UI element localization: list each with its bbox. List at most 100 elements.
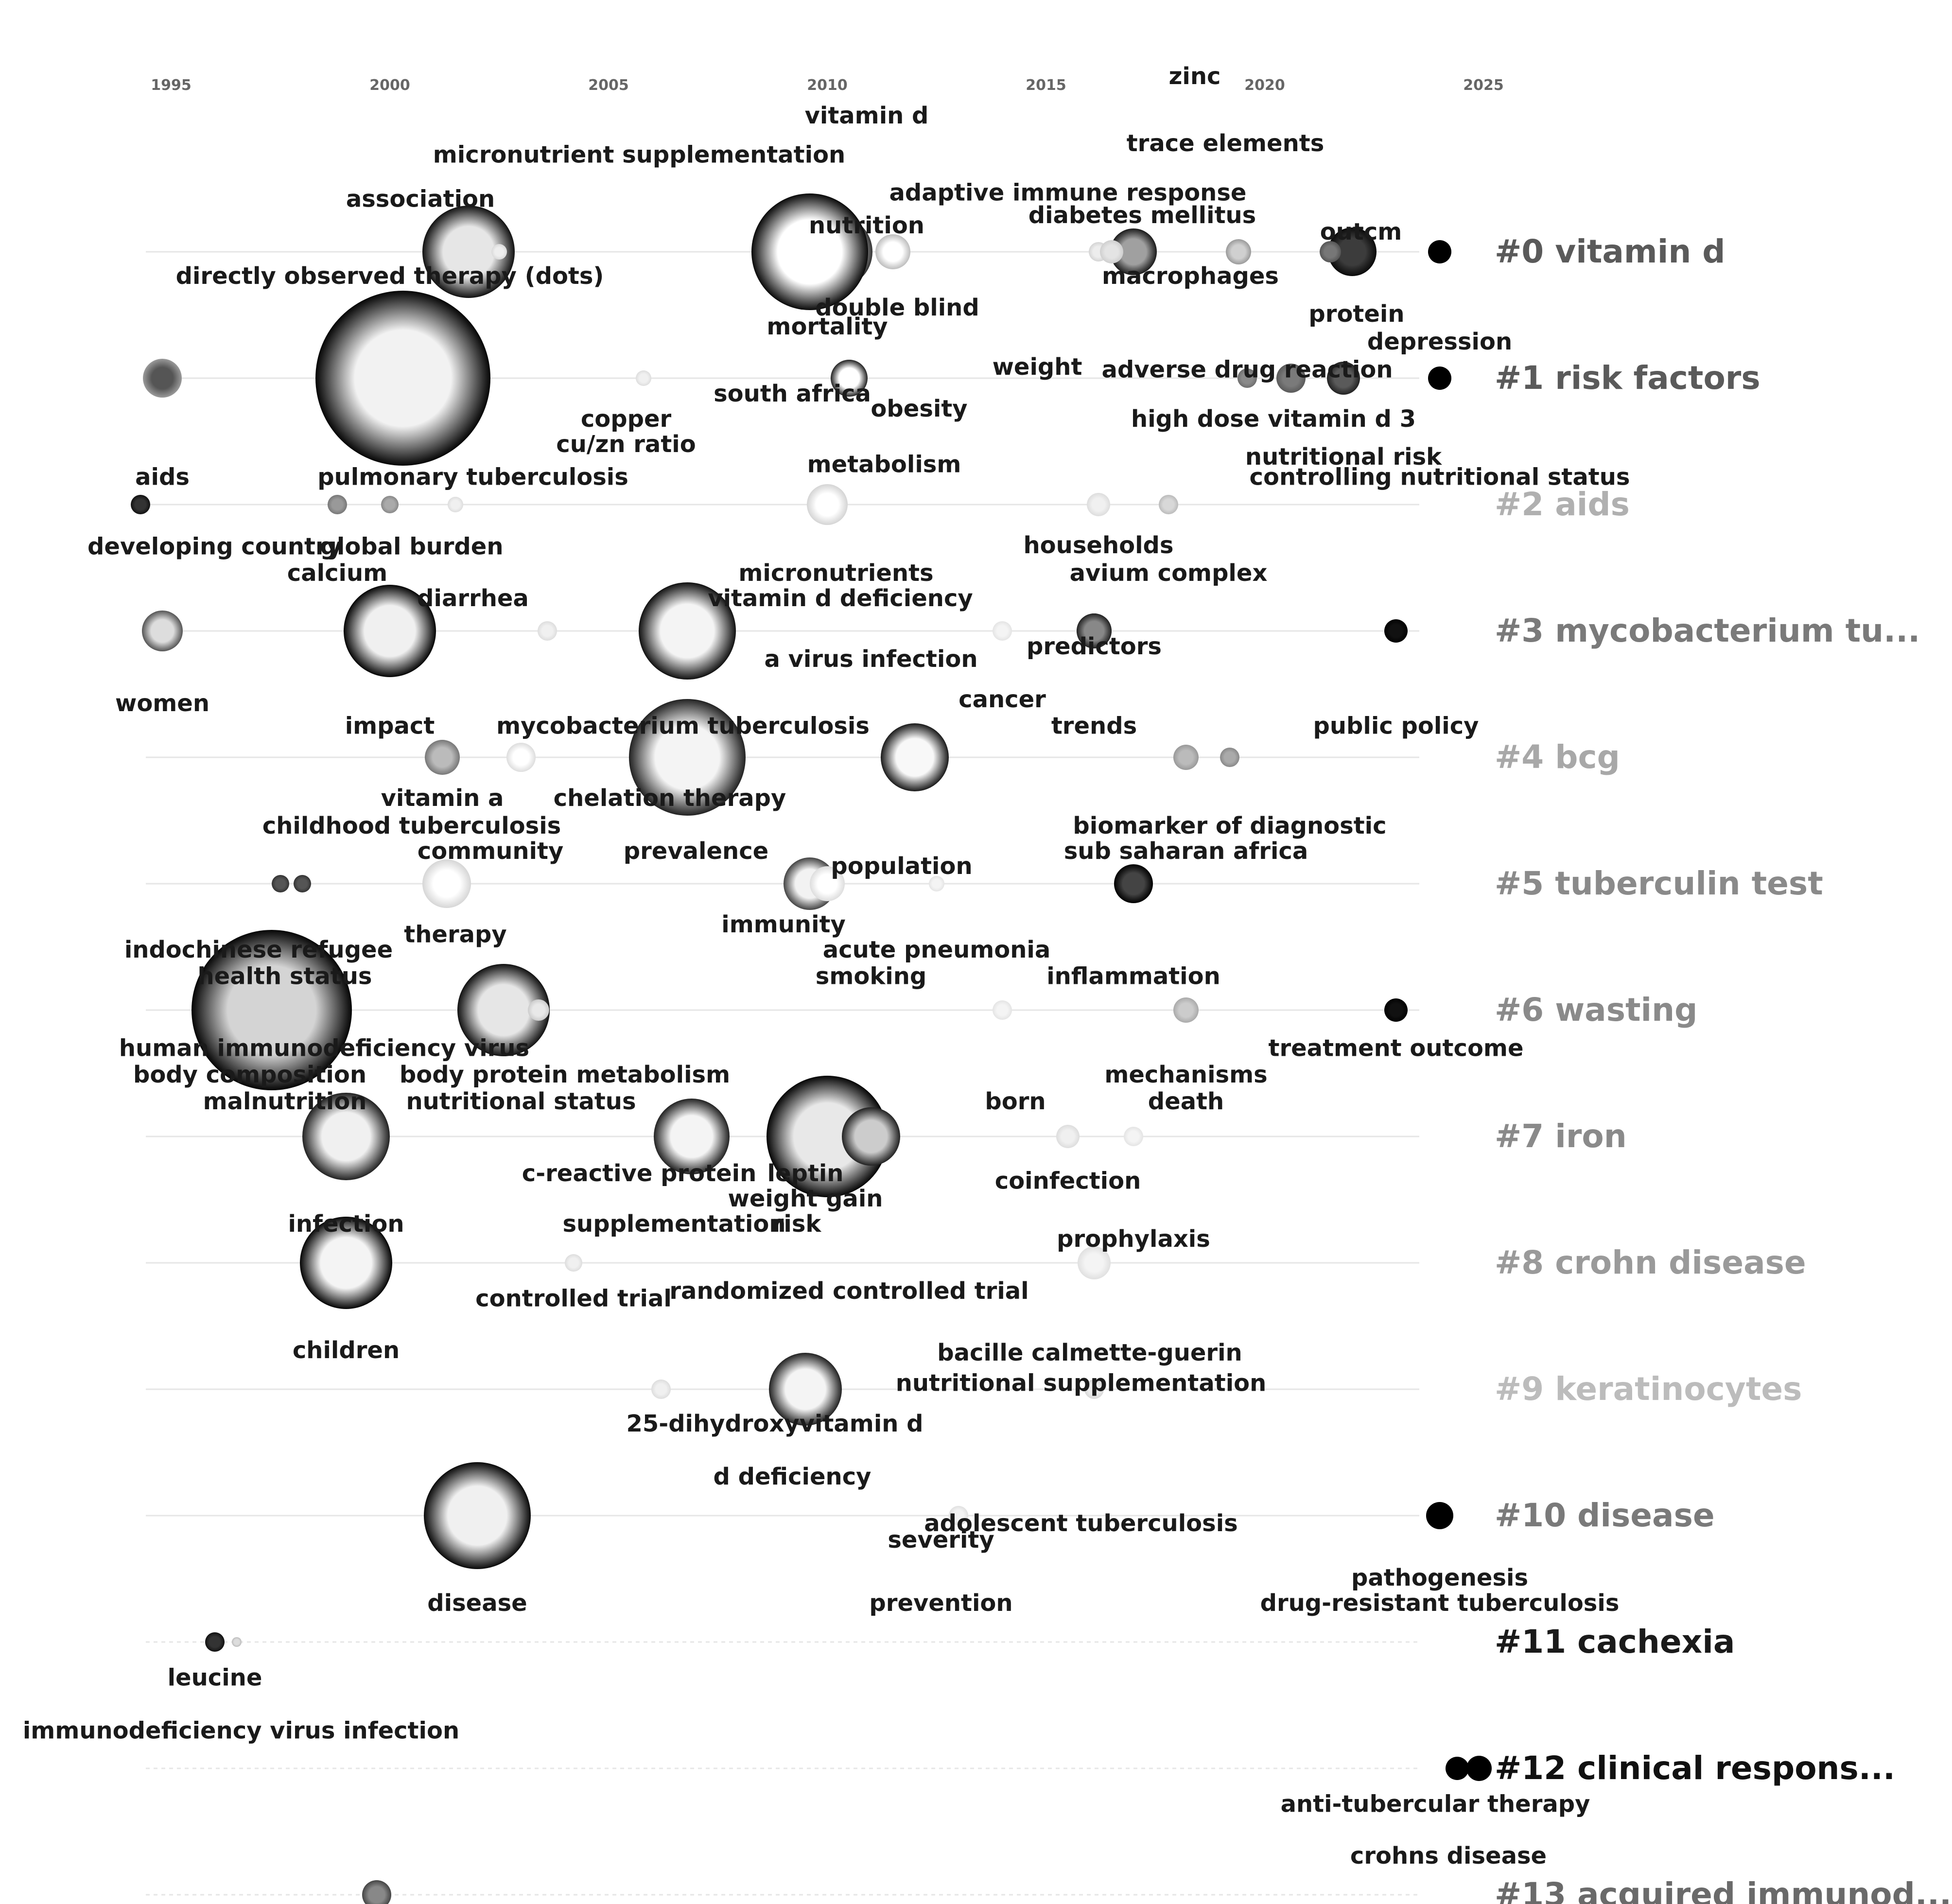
- keyword-node: [1384, 998, 1408, 1022]
- keyword-node: [381, 496, 399, 513]
- keyword-label: biomarker of diagnostic: [1073, 812, 1386, 839]
- keyword-label: nutritional supplementation: [896, 1370, 1267, 1397]
- keyword-label: smoking: [816, 962, 926, 990]
- keyword-label: mycobacterium tuberculosis: [496, 713, 870, 740]
- keyword-node: [528, 999, 549, 1021]
- keyword-node: [131, 495, 150, 514]
- keyword-node: [1056, 1125, 1080, 1148]
- keyword-label: nutritional status: [406, 1088, 636, 1115]
- keyword-node: [831, 360, 868, 397]
- keyword-label: risk: [772, 1210, 822, 1238]
- keyword-node: [1173, 997, 1199, 1023]
- cluster-labels: #0 vitamin d#1 risk factors#2 aids#3 myc…: [1495, 233, 1952, 1904]
- keyword-label: prophylaxis: [1057, 1225, 1210, 1253]
- keyword-label: obesity: [871, 395, 967, 422]
- keyword-node: [636, 370, 651, 386]
- keyword-label: macrophages: [1102, 262, 1279, 290]
- cluster-label: #7 iron: [1495, 1118, 1627, 1155]
- keyword-node: [315, 291, 490, 466]
- keyword-label: adaptive immune response: [889, 179, 1247, 206]
- keyword-nodes: [131, 193, 1492, 1904]
- keyword-label: cancer: [959, 686, 1046, 713]
- keyword-node: [1466, 1756, 1492, 1781]
- keyword-label: mechanisms: [1104, 1061, 1267, 1088]
- keyword-node: [629, 699, 746, 816]
- keyword-label: mortality: [767, 313, 888, 340]
- keyword-node: [205, 1632, 225, 1652]
- keyword-node: [1276, 364, 1306, 393]
- keyword-label: randomized controlled trial: [669, 1277, 1028, 1305]
- keyword-label: global burden: [320, 533, 504, 560]
- year-tick-label: 1995: [151, 77, 192, 94]
- keyword-node: [993, 1000, 1012, 1020]
- keyword-label: adolescent tuberculosis: [924, 1510, 1238, 1537]
- keyword-label: population: [831, 853, 972, 880]
- keyword-node: [1426, 1502, 1453, 1529]
- keyword-label: human immunodeficiency virus: [119, 1035, 529, 1062]
- keyword-label: prevalence: [624, 838, 768, 865]
- keyword-label: coinfection: [995, 1168, 1141, 1195]
- keyword-label: immunodeficiency virus infection: [23, 1717, 459, 1745]
- keyword-node: [1428, 367, 1451, 390]
- keyword-label: aids: [135, 463, 190, 490]
- cluster-label: #2 aids: [1495, 486, 1630, 523]
- keyword-label: leptin: [767, 1160, 844, 1187]
- keyword-label: bacille calmette-guerin: [937, 1339, 1242, 1366]
- keyword-label: supplementation: [562, 1210, 785, 1238]
- keyword-label: acute pneumonia: [823, 936, 1051, 963]
- keyword-label: weight gain: [728, 1185, 883, 1212]
- keyword-label: predictors: [1027, 633, 1162, 660]
- keyword-label: pulmonary tuberculosis: [317, 463, 628, 490]
- keyword-label: disease: [427, 1590, 527, 1617]
- keyword-node: [993, 621, 1012, 641]
- keyword-node: [929, 876, 944, 891]
- keyword-label: health status: [198, 962, 372, 990]
- keyword-node: [1226, 239, 1251, 264]
- keyword-label: trace elements: [1127, 130, 1325, 157]
- cluster-lines: [146, 251, 1419, 1896]
- keyword-node: [1124, 1127, 1143, 1146]
- keyword-node: [362, 1880, 391, 1904]
- keyword-node: [422, 206, 515, 298]
- keyword-label: double blind: [815, 294, 979, 321]
- keyword-label: infection: [288, 1210, 404, 1238]
- keyword-label: drug-resistant tuberculosis: [1260, 1590, 1620, 1617]
- keyword-node: [328, 495, 347, 514]
- keyword-label: chelation therapy: [554, 785, 786, 812]
- keyword-label: south africa: [714, 380, 871, 407]
- keyword-node: [842, 1107, 900, 1166]
- keyword-label: developing country: [87, 533, 342, 560]
- keyword-label: micronutrient supplementation: [433, 141, 845, 168]
- keyword-label: body composition: [133, 1061, 366, 1088]
- keyword-label: trends: [1051, 713, 1137, 740]
- keyword-node: [1384, 619, 1408, 643]
- keyword-label: death: [1148, 1088, 1224, 1115]
- keyword-label: prevention: [869, 1590, 1012, 1617]
- keyword-label: micronutrients: [738, 559, 933, 587]
- keyword-label: depression: [1367, 328, 1512, 355]
- keyword-node: [1328, 227, 1377, 276]
- cluster-label: #10 disease: [1495, 1497, 1715, 1534]
- keyword-node: [1159, 495, 1178, 514]
- year-tick-label: 2005: [588, 77, 629, 94]
- keyword-node: [1446, 1757, 1469, 1780]
- keyword-label: immunity: [721, 911, 846, 938]
- keyword-label: pathogenesis: [1351, 1564, 1528, 1591]
- keyword-label: adverse drug reaction: [1102, 356, 1393, 383]
- keyword-node: [810, 866, 845, 901]
- keyword-label: 25-dihydroxyvitamin d: [626, 1410, 923, 1437]
- keyword-label: treatment outcome: [1269, 1035, 1524, 1062]
- keyword-node: [767, 1076, 888, 1197]
- keyword-label: d deficiency: [714, 1463, 871, 1490]
- year-tick-label: 2020: [1244, 77, 1285, 94]
- keyword-node: [1087, 493, 1110, 516]
- keyword-node: [302, 1093, 390, 1180]
- keyword-label: indochinese refugee: [124, 936, 393, 963]
- keyword-node: [875, 234, 910, 269]
- year-tick-label: 2000: [369, 77, 410, 94]
- keyword-label: avium complex: [1070, 559, 1268, 587]
- keyword-label: directly observed therapy (dots): [176, 262, 604, 290]
- keyword-node: [1327, 362, 1360, 395]
